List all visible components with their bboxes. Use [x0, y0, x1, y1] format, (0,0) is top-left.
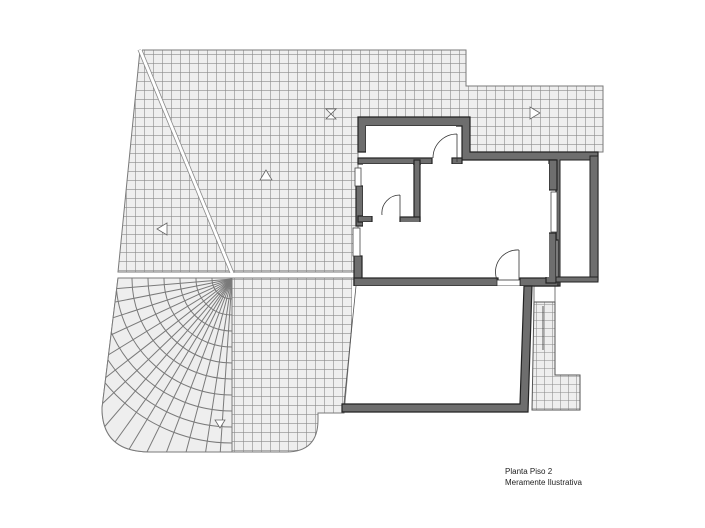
- tiled-terrace-upper: [117, 49, 604, 277]
- drain-x-icon: [325, 108, 337, 120]
- caption-title: Planta Piso 2: [505, 467, 553, 476]
- plan-caption: Planta Piso 2 Meramente Ilustrativa: [505, 466, 582, 488]
- right-closet: [555, 155, 599, 283]
- stairs: [531, 285, 581, 411]
- lower-room: [341, 285, 533, 413]
- rooms-interior: [363, 126, 549, 277]
- caption-subtitle: Meramente Ilustrativa: [505, 478, 582, 487]
- down-arrow-icon: [214, 419, 226, 429]
- up-arrow-icon: [259, 169, 273, 181]
- left-arrow-icon: [156, 222, 168, 236]
- arrow-markers: [156, 106, 541, 429]
- right-arrow-icon: [529, 106, 541, 120]
- windows: [352, 167, 558, 257]
